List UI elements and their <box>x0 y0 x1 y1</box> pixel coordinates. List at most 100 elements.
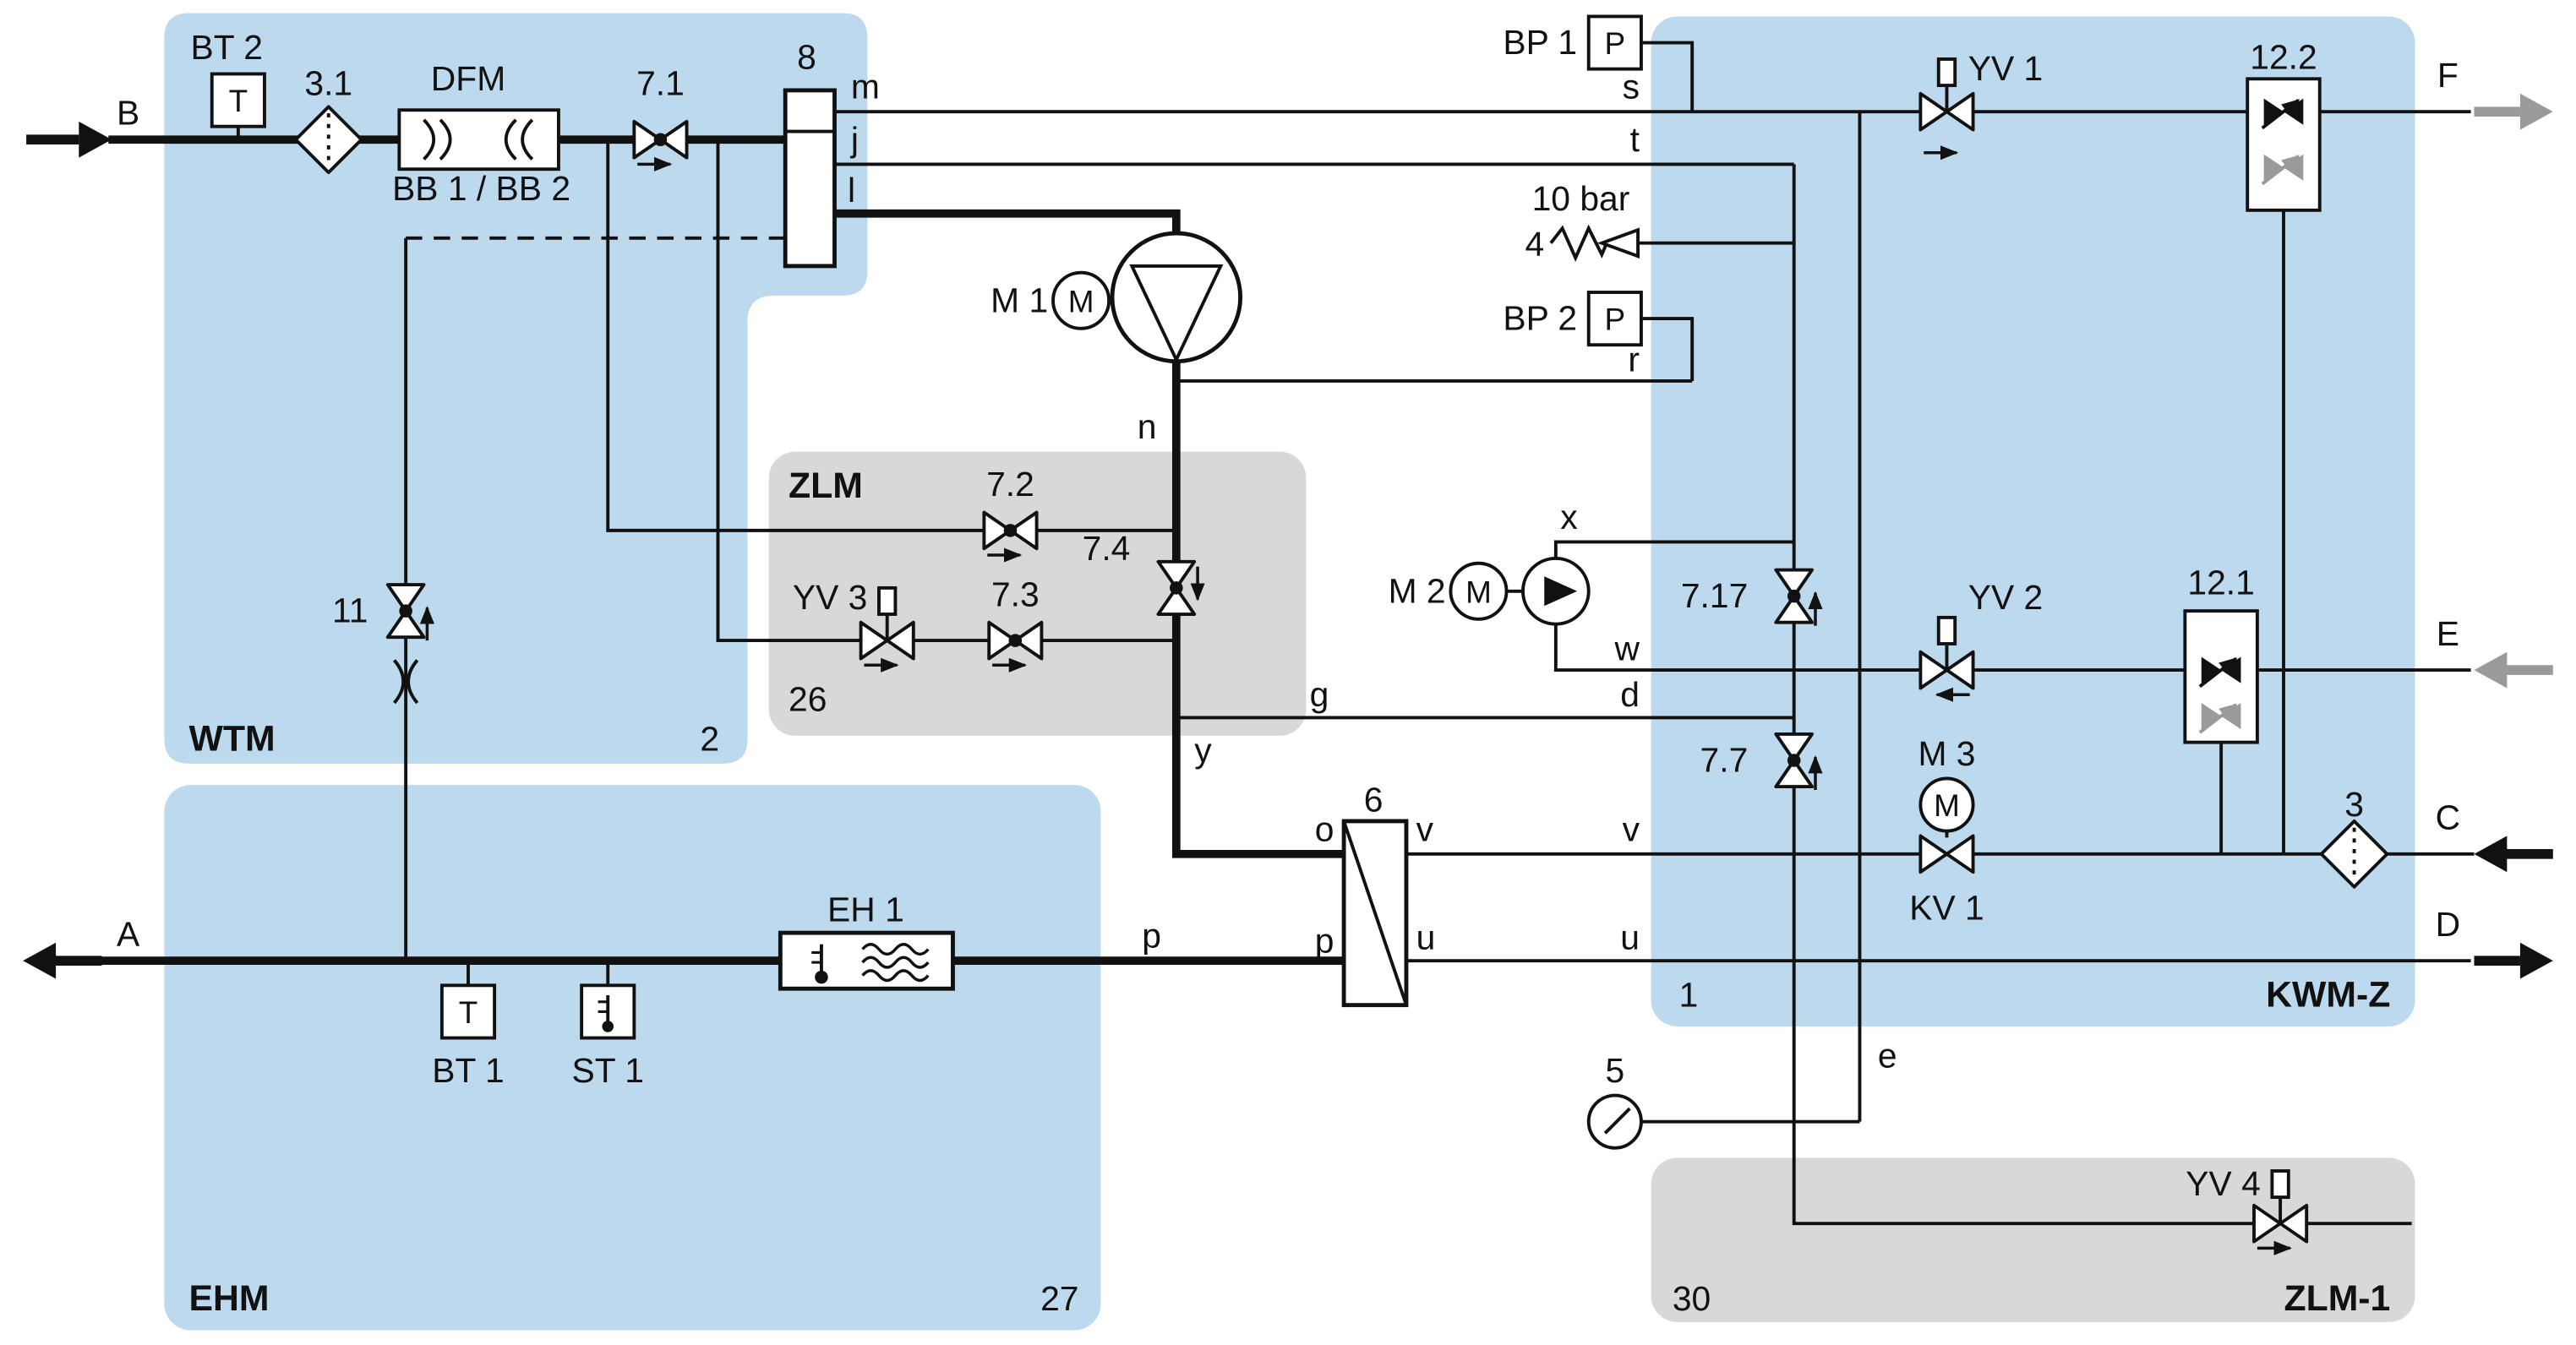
label-yv3: YV 3 <box>793 578 867 617</box>
pump-impeller-icon <box>1129 264 1224 364</box>
label-yv2: YV 2 <box>1968 578 2043 617</box>
label-kv1: KV 1 <box>1909 889 1984 928</box>
port-label-d: D <box>2436 905 2460 944</box>
label-bb1-bb2: BB 1 / BB 2 <box>392 169 570 208</box>
valve-7-4 <box>1156 559 1205 616</box>
module-number-zlm: 26 <box>789 680 827 719</box>
label-gauge-5: 5 <box>1605 1051 1624 1090</box>
label-eh1: EH 1 <box>827 890 904 929</box>
line-label-m: m <box>851 68 880 106</box>
bt2-letter: T <box>229 84 248 118</box>
module-label-wtm: WTM <box>189 718 276 759</box>
electric-heater-eh1 <box>778 930 955 991</box>
relief-valve-4 <box>1549 224 1640 262</box>
label-vessel-8: 8 <box>797 38 816 77</box>
backflow-preventer-12-1 <box>2183 609 2259 744</box>
pressure-sensor-bp1 <box>1586 14 1643 71</box>
line-label-t: t <box>1630 120 1640 159</box>
dfm-transducer-right-icon <box>504 118 534 161</box>
module-label-kwmz: KWM-Z <box>2266 975 2390 1016</box>
thermometer-icon <box>811 944 828 984</box>
port-label-a: A <box>117 915 140 954</box>
temperature-sensor-bt1 <box>439 983 497 1040</box>
label-valve-7-3: 7.3 <box>991 574 1040 613</box>
check-valve-gray-icon <box>2198 702 2241 734</box>
label-dfm: DFM <box>431 59 505 98</box>
solenoid-coil-icon <box>1936 57 1957 88</box>
pipe-vertical-1 <box>1792 164 2412 1226</box>
heating-element-icon <box>861 942 930 983</box>
pressure-sensor-bp2 <box>1586 291 1643 347</box>
label-hx-6: 6 <box>1364 780 1384 819</box>
module-zlm-background <box>768 451 1307 736</box>
m2-letter: M <box>1465 574 1492 609</box>
port-arrows <box>23 93 2553 979</box>
solenoid-valve-yv3 <box>859 585 915 672</box>
valve-11 <box>385 583 434 705</box>
line-label-e: e <box>1878 1037 1897 1075</box>
label-valve-11: 11 <box>332 591 368 630</box>
pipe-bp2-connector <box>1640 317 1695 381</box>
label-valve-7-1: 7.1 <box>636 64 685 103</box>
safety-temperature-limiter-st1 <box>580 983 636 1040</box>
line-label-p1: p <box>1142 917 1161 956</box>
module-label-zlm: ZLM <box>789 466 863 506</box>
port-arrow-a <box>23 942 102 979</box>
label-yv4: YV 4 <box>2186 1164 2260 1203</box>
dfm-transducer-left-icon <box>423 118 452 161</box>
label-st1: ST 1 <box>572 1051 644 1090</box>
line-label-u2: u <box>1620 918 1640 957</box>
line-label-o: o <box>1315 809 1334 848</box>
module-number-ehm: 27 <box>1040 1279 1078 1318</box>
solenoid-valve-yv4 <box>2252 1169 2309 1255</box>
port-arrow-d <box>2474 942 2553 979</box>
port-arrow-b <box>26 121 112 158</box>
bt1-letter: T <box>459 995 478 1030</box>
label-valve-7-17: 7.17 <box>1681 576 1748 615</box>
labels: B A C D E F BT 2 T 3.1 DFM BB 1 / BB 2 7… <box>117 23 2460 1319</box>
module-number-kwmz: 1 <box>1679 976 1699 1015</box>
pipe-l <box>834 209 1181 234</box>
label-m3: M 3 <box>1918 734 1975 773</box>
line-label-y: y <box>1194 731 1212 770</box>
label-relief-pressure: 10 bar <box>1532 179 1630 218</box>
module-label-ehm: EHM <box>189 1278 270 1319</box>
pump-impeller-icon <box>1544 576 1578 607</box>
valve-7-2 <box>982 510 1039 563</box>
port-arrow-f <box>2474 93 2553 130</box>
valve-7-7 <box>1774 732 1823 791</box>
module-zlm1-background <box>1651 1157 2415 1322</box>
bp2-letter: P <box>1605 302 1626 337</box>
module-label-zlm1: ZLM-1 <box>2284 1278 2390 1319</box>
line-label-w: w <box>1614 629 1640 667</box>
label-bp1: BP 1 <box>1503 23 1577 62</box>
solenoid-valve-yv2 <box>1918 615 1975 702</box>
pipe-x <box>1553 540 1794 558</box>
label-sep-12-1: 12.1 <box>2187 564 2254 602</box>
pump-m2 <box>1449 556 1591 626</box>
motor-m2-icon <box>1449 561 1509 621</box>
solenoid-coil-icon <box>1936 615 1957 645</box>
check-valve-icon <box>2261 98 2304 130</box>
check-valve-icon <box>2198 656 2241 689</box>
label-filter-3: 3 <box>2344 785 2364 824</box>
plate-diagonal-icon <box>1342 820 1408 1006</box>
line-label-v2: v <box>1623 809 1640 848</box>
m1-letter: M <box>1068 284 1094 319</box>
pipe-reducer-icon <box>393 659 419 705</box>
port-label-c: C <box>2436 798 2460 837</box>
solenoid-coil-icon <box>2270 1169 2290 1200</box>
pressure-gauge-5 <box>1586 1093 1643 1150</box>
label-bp2: BP 2 <box>1503 299 1577 338</box>
label-sep-12-2: 12.2 <box>2250 38 2317 77</box>
label-filter-3-1: 3.1 <box>304 64 352 103</box>
label-valve-7-2: 7.2 <box>986 465 1034 504</box>
label-valve-7-4: 7.4 <box>1083 529 1131 568</box>
relief-valve-icon <box>1596 227 1640 259</box>
line-label-d: d <box>1620 675 1640 714</box>
label-bt2: BT 2 <box>191 28 263 67</box>
line-label-n: n <box>1138 407 1157 446</box>
backflow-preventer-12-2 <box>2246 77 2322 212</box>
